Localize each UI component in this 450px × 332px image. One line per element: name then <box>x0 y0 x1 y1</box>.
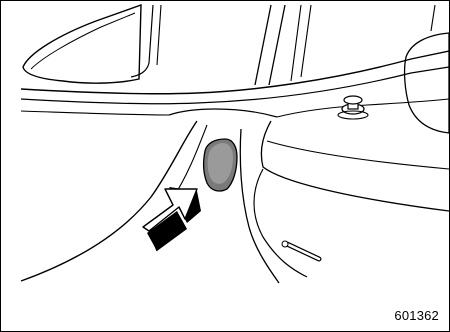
figure-code-label: 601362 <box>394 308 439 323</box>
striker-pin-icon <box>282 241 319 259</box>
headrest-outline <box>405 33 449 133</box>
seatbelt-anchor-icon <box>338 96 368 119</box>
seatback-release-lever-icon <box>204 139 237 191</box>
shelf-trim-upper <box>21 51 449 94</box>
rear-window-outline <box>23 5 141 83</box>
window-pillar <box>131 5 153 77</box>
